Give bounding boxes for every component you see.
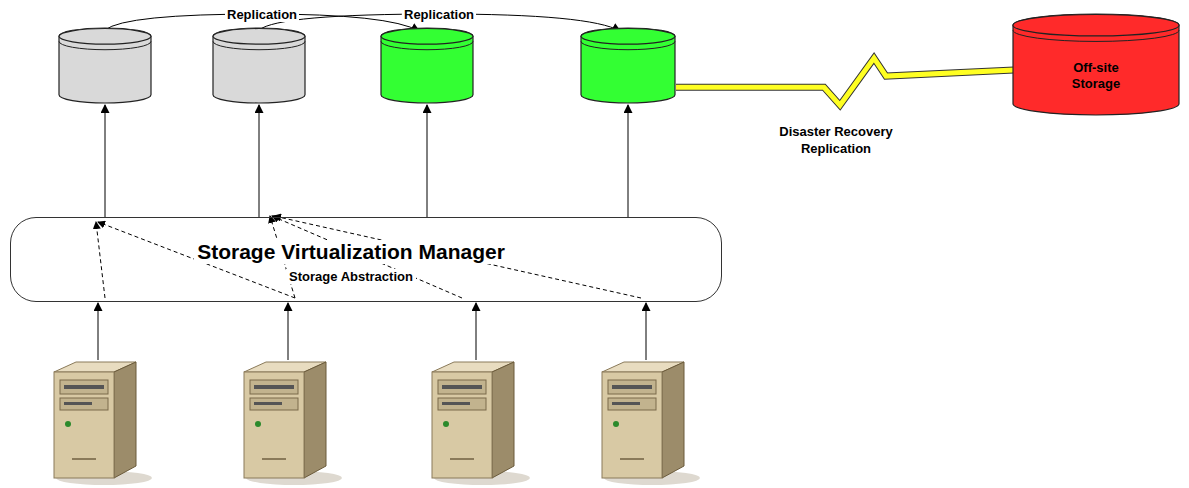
storage-cylinder [58, 28, 152, 104]
server-drawing [42, 358, 154, 486]
connector [259, 105, 260, 217]
connector [476, 303, 477, 360]
cylinder-outline [580, 28, 676, 104]
connector [646, 303, 647, 360]
server-icon [420, 358, 532, 486]
server-drawing [420, 358, 532, 486]
connector [288, 303, 289, 360]
edge-label: Replication [225, 7, 299, 22]
storage-cylinder [580, 28, 676, 104]
server-icon [232, 358, 344, 486]
edge-label: Replication [402, 7, 476, 22]
server-icon [42, 358, 154, 486]
box-title: Storage Virtualization Manager [194, 240, 508, 264]
cylinder-outline [212, 28, 306, 104]
offsite-storage-cylinder: Off-site Storage [1012, 14, 1180, 116]
server-drawing [232, 358, 344, 486]
server-drawing [590, 358, 702, 486]
storage-cylinder [380, 28, 474, 104]
edge-label: Disaster Recovery Replication [774, 124, 898, 158]
connector [427, 105, 428, 217]
storage-cylinder [212, 28, 306, 104]
cylinder-outline [380, 28, 474, 104]
cylinder-outline [58, 28, 152, 104]
connector [98, 303, 99, 360]
virtualization-manager-box: Storage Virtualization ManagerStorage Ab… [10, 217, 722, 302]
connector [105, 105, 106, 217]
box-subtitle: Storage Abstraction [286, 269, 416, 284]
connector [628, 105, 629, 217]
dashed-arrow [96, 222, 105, 298]
node-label: Off-site Storage [1061, 60, 1131, 93]
connector [676, 58, 1014, 105]
server-icon [590, 358, 702, 486]
